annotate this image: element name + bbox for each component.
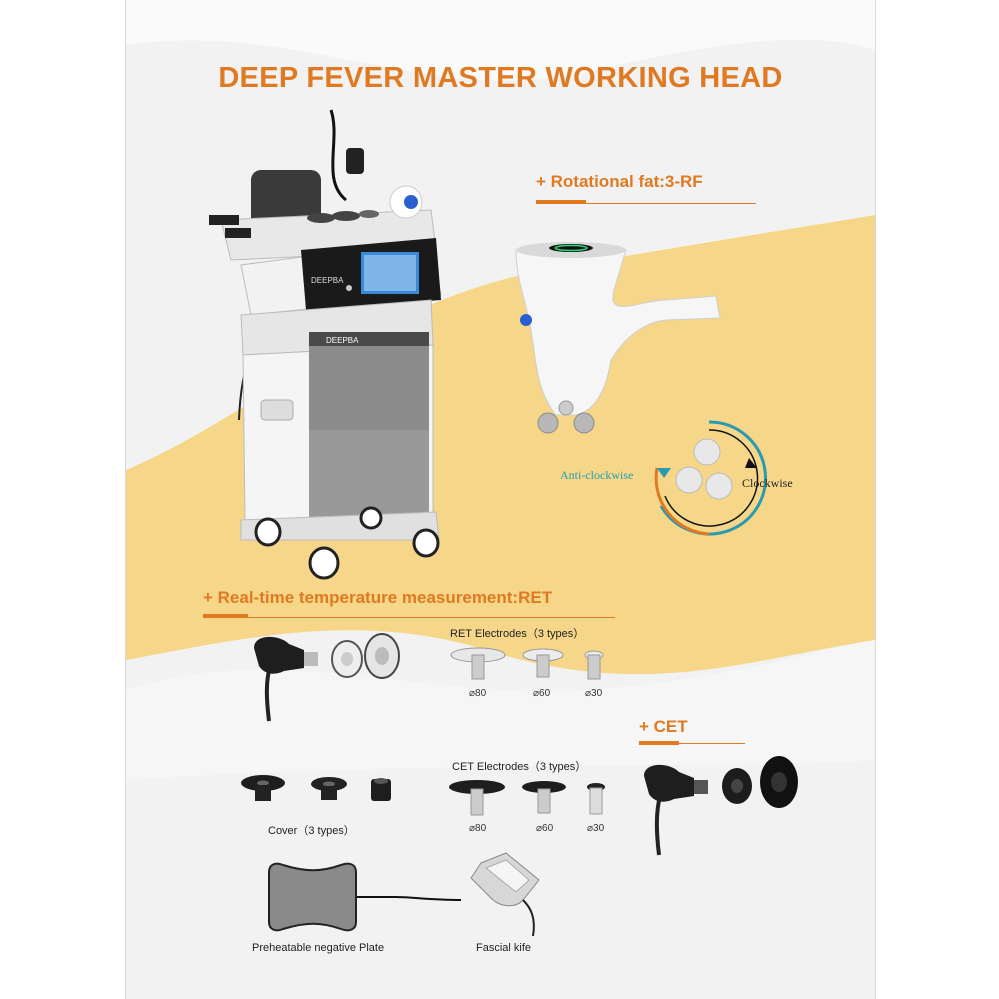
cet-size-80: ⌀80 bbox=[469, 823, 487, 834]
fascial-label: Fascial kife bbox=[476, 942, 532, 954]
ret-size-30: ⌀30 bbox=[585, 688, 603, 699]
section-ret: + Real-time temperature measurement:RET bbox=[203, 588, 615, 618]
cet-size-60: ⌀60 bbox=[536, 823, 554, 834]
cet-handle-image bbox=[644, 756, 798, 856]
section-rotational: + Rotational fat:3-RF bbox=[536, 172, 756, 204]
cet-electrodes-image bbox=[449, 780, 605, 816]
ret-handle-image bbox=[254, 633, 400, 722]
section-cet-label: + CET bbox=[639, 717, 688, 736]
cover-label: Cover（3 types） bbox=[268, 825, 355, 837]
ret-electrodes-image bbox=[450, 647, 604, 680]
rf-handpiece-image bbox=[515, 242, 721, 434]
clockwise-arrow-icon bbox=[745, 458, 757, 468]
section-cet: + CET bbox=[639, 717, 745, 745]
section-rotational-label: + Rotational fat:3-RF bbox=[536, 172, 703, 191]
ret-size-80: ⌀80 bbox=[469, 688, 487, 699]
product-sheet: DEEP FEVER MASTER WORKING HEAD DEEPBA DE… bbox=[125, 0, 876, 999]
ret-size-60: ⌀60 bbox=[533, 688, 551, 699]
cover-image bbox=[241, 775, 391, 801]
anticlockwise-arrow-icon bbox=[657, 468, 671, 478]
negative-plate-image bbox=[268, 862, 462, 932]
page-title: DEEP FEVER MASTER WORKING HEAD bbox=[218, 62, 783, 94]
fascial-knife-image bbox=[470, 852, 540, 937]
cet-size-30: ⌀30 bbox=[587, 823, 605, 834]
plate-label: Preheatable negative Plate bbox=[252, 942, 385, 954]
svg-text:DEEPBA: DEEPBA bbox=[326, 336, 359, 345]
ret-electrodes-label: RET Electrodes（3 types） bbox=[450, 628, 585, 640]
machine-image: DEEPBA DEEPBA bbox=[209, 109, 442, 580]
section-ret-label: + Real-time temperature measurement:RET bbox=[203, 588, 553, 607]
svg-text:DEEPBA: DEEPBA bbox=[311, 276, 344, 285]
rotation-diagram bbox=[654, 420, 767, 536]
cet-electrodes-label: CET Electrodes（3 types） bbox=[452, 761, 587, 773]
anticlockwise-label: Anti-clockwise bbox=[560, 468, 634, 482]
clockwise-label: Clockwise bbox=[742, 476, 793, 490]
